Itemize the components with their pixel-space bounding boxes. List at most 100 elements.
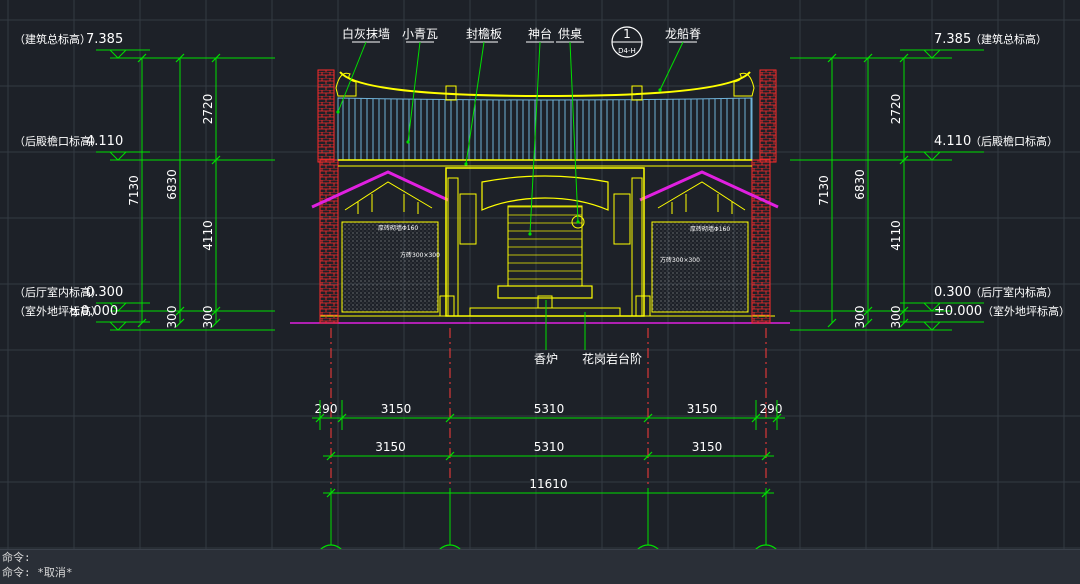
top-labels: 白灰抹墙小青瓦封檐板神台供桌龙船脊 [342, 26, 701, 41]
vdim-outer-tick [827, 53, 837, 63]
vdim-inner-label: 4110 [201, 220, 215, 251]
leader-line [465, 41, 485, 165]
leader-line [569, 41, 579, 223]
right-wall [751, 159, 771, 324]
shrine-column-left [447, 177, 459, 317]
vdim-inner-tick [899, 318, 909, 328]
vdim-inner-label: 300 [201, 306, 215, 329]
leader-line [337, 41, 367, 113]
vdim-inner-label: 2720 [889, 94, 903, 125]
leader-line [659, 41, 684, 91]
right-wall-top [759, 69, 777, 163]
vdim-inner-label: 2720 [201, 94, 215, 125]
vdim-inner-label: 300 [889, 306, 903, 329]
leader-dot [464, 162, 468, 166]
leader-dot [658, 88, 662, 92]
command-line[interactable]: 命令: 命令: *取消* [0, 549, 1080, 584]
vdim-outer-tick [137, 318, 147, 328]
left-wall [319, 159, 339, 324]
hdim-row1-label: 290 [315, 402, 338, 416]
marker-sub: D4-H [618, 47, 636, 55]
vdim-middle-tick [863, 306, 873, 316]
level-symbol [108, 151, 128, 161]
left-side-panel [341, 221, 439, 313]
level-desc: （室外地坪标高） [14, 304, 102, 318]
level-desc: （后厅室内标高） [14, 285, 102, 299]
hdim-row1-tick [643, 413, 653, 423]
level-value: ±0.000 [70, 304, 118, 319]
level-value: 0.300 [86, 285, 123, 300]
hdim-row2-tick [643, 451, 653, 461]
hdim-row1-label: 290 [760, 402, 783, 416]
shrine-niche [507, 205, 583, 287]
level-desc: （建筑总标高） [970, 32, 1047, 46]
levels-left: （建筑总标高）7.385（后殿檐口标高）4.110（后厅室内标高）0.300（室… [14, 32, 275, 331]
vdim-middle-label: 300 [853, 306, 867, 329]
hdim-row1-label: 5310 [534, 402, 565, 416]
pillar-left [439, 295, 455, 317]
level-desc: （后殿檐口标高） [970, 134, 1058, 148]
command-history: 命令: [2, 551, 31, 564]
vdim-outer-label: 7130 [127, 175, 141, 206]
hdim-row2-label: 3150 [375, 440, 406, 454]
top-label: 小青瓦 [402, 27, 438, 41]
vdim-inner-tick [899, 306, 909, 316]
left-wall-top [317, 69, 335, 163]
level-desc: （后殿檐口标高） [14, 134, 102, 148]
levels-right: 7.385（建筑总标高）4.110（后殿檐口标高）0.300（后厅室内标高）±0… [790, 32, 1070, 331]
panel-right-note-2: 方砖300×300 [660, 256, 700, 264]
hdim-row2-label: 5310 [534, 440, 565, 454]
level-value: 7.385 [86, 32, 123, 47]
leader-line [529, 41, 541, 235]
panel-left-note-2: 方砖300×300 [400, 251, 440, 259]
hdim-row3-label: 11610 [529, 477, 567, 491]
command-prompt[interactable]: 命令: *取消* [2, 566, 73, 579]
hdim-row1-label: 3150 [381, 402, 412, 416]
leader-dot [406, 140, 410, 144]
vdim-outer-tick [137, 53, 147, 63]
right-side-panel [651, 221, 749, 313]
panel-left-note-1: 厚砖砌墙Φ160 [378, 224, 418, 232]
right-side-truss [657, 181, 746, 214]
vdim-outer-label: 7130 [817, 175, 831, 206]
top-label: 白灰抹墙 [342, 26, 390, 41]
level-desc: （室外地坪标高） [982, 304, 1070, 318]
granite-step [469, 307, 621, 317]
ridge-end-right [733, 72, 755, 97]
ridge-end-left [335, 72, 357, 97]
hdim-row1-tick [445, 413, 455, 423]
vdim-inner-tick [899, 53, 909, 63]
vdim-inner-tick [211, 306, 221, 316]
roof-ridge [339, 71, 751, 98]
hdim-row2-tick [761, 451, 771, 461]
panel-right-note-1: 厚砖砌墙Φ160 [690, 225, 730, 233]
vdim-middle-tick [175, 306, 185, 316]
label-granite-steps: 花岗岩台阶 [582, 351, 642, 366]
altar-table [497, 285, 593, 299]
level-desc: （后厅室内标高） [970, 285, 1058, 299]
hdim-row2-label: 3150 [692, 440, 723, 454]
section-marker: 1 D4-H [611, 26, 643, 58]
vdim-middle-tick [175, 53, 185, 63]
vdim-inner-label: 4110 [889, 220, 903, 251]
hdim-row2-tick [445, 451, 455, 461]
level-symbol [108, 321, 128, 331]
right-side-roof [639, 170, 779, 209]
left-side-truss [344, 181, 433, 214]
vdim-inner-tick [211, 318, 221, 328]
level-desc: （建筑总标高） [14, 32, 91, 46]
leader-dot [528, 232, 532, 236]
label-leaders [336, 41, 697, 350]
level-value: 0.300 [934, 285, 971, 300]
vdim-middle-tick [863, 53, 873, 63]
vdim-middle-label: 300 [165, 306, 179, 329]
leader-line [407, 41, 421, 143]
leader-dot [336, 110, 340, 114]
left-side-roof [311, 170, 449, 209]
vdim-middle-tick [175, 318, 185, 328]
